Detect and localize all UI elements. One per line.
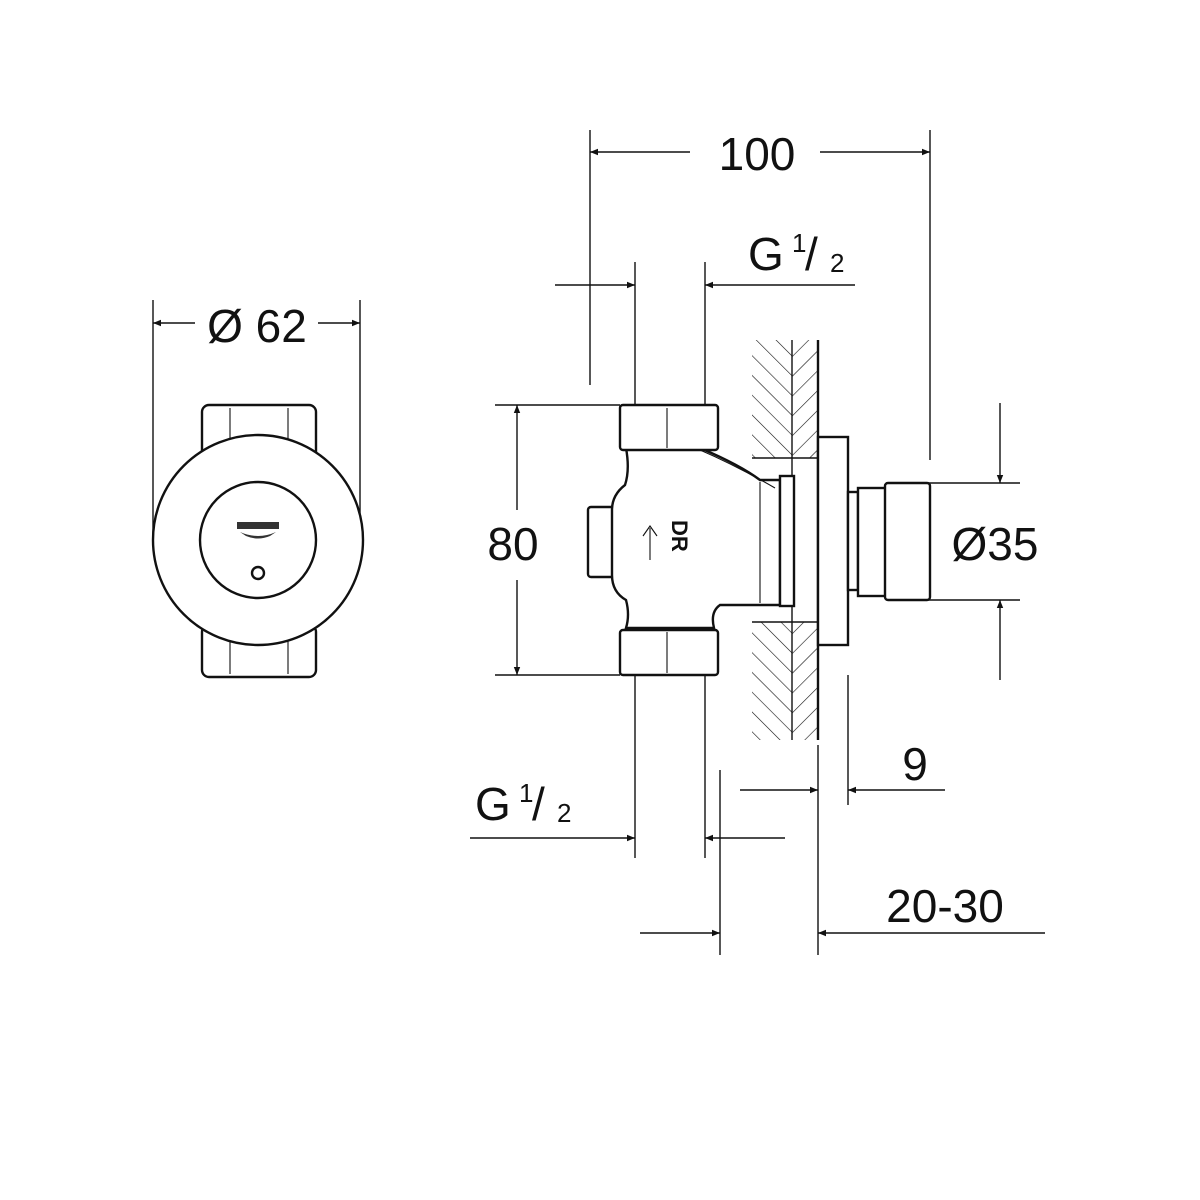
push-button xyxy=(198,480,318,600)
svg-text:2: 2 xyxy=(830,248,844,278)
width-100-label: 100 xyxy=(719,128,796,180)
wall-section xyxy=(752,340,820,740)
body-marking-dr: DR xyxy=(667,520,692,552)
button-diameter-35-label: Ø35 xyxy=(952,518,1039,570)
thread-bottom-label: G 1 / 2 xyxy=(475,778,571,830)
outlet-nut xyxy=(618,628,720,677)
grohe-logo xyxy=(237,522,279,539)
wall-range-20-30-label: 20-30 xyxy=(886,880,1004,932)
inlet-nut xyxy=(618,403,720,452)
thread-top-label: G 1 / 2 xyxy=(748,228,844,280)
sleeve xyxy=(778,474,796,608)
side-view-dimensions: 100 G 1 / 2 80 Ø35 9 G 1 / xyxy=(470,128,1045,955)
button-collar xyxy=(846,490,860,592)
diameter-62-label: Ø 62 xyxy=(207,300,307,352)
svg-text:2: 2 xyxy=(557,798,571,828)
front-view: Ø 62 xyxy=(151,300,365,679)
push-button-cap xyxy=(883,481,932,602)
button-nut xyxy=(856,486,890,598)
svg-text:1: 1 xyxy=(792,228,806,258)
valve-body: DR xyxy=(586,403,932,677)
flow-arrow-icon xyxy=(642,525,658,560)
wall-flange xyxy=(816,435,850,647)
flange-9-label: 9 xyxy=(902,738,928,790)
height-80-label: 80 xyxy=(487,518,538,570)
indicator-hole xyxy=(250,565,266,581)
svg-text:G: G xyxy=(748,228,784,280)
svg-text:1: 1 xyxy=(519,778,533,808)
valve-housing xyxy=(610,446,782,630)
svg-text:G: G xyxy=(475,778,511,830)
svg-text:/: / xyxy=(532,778,545,830)
svg-text:/: / xyxy=(805,228,818,280)
